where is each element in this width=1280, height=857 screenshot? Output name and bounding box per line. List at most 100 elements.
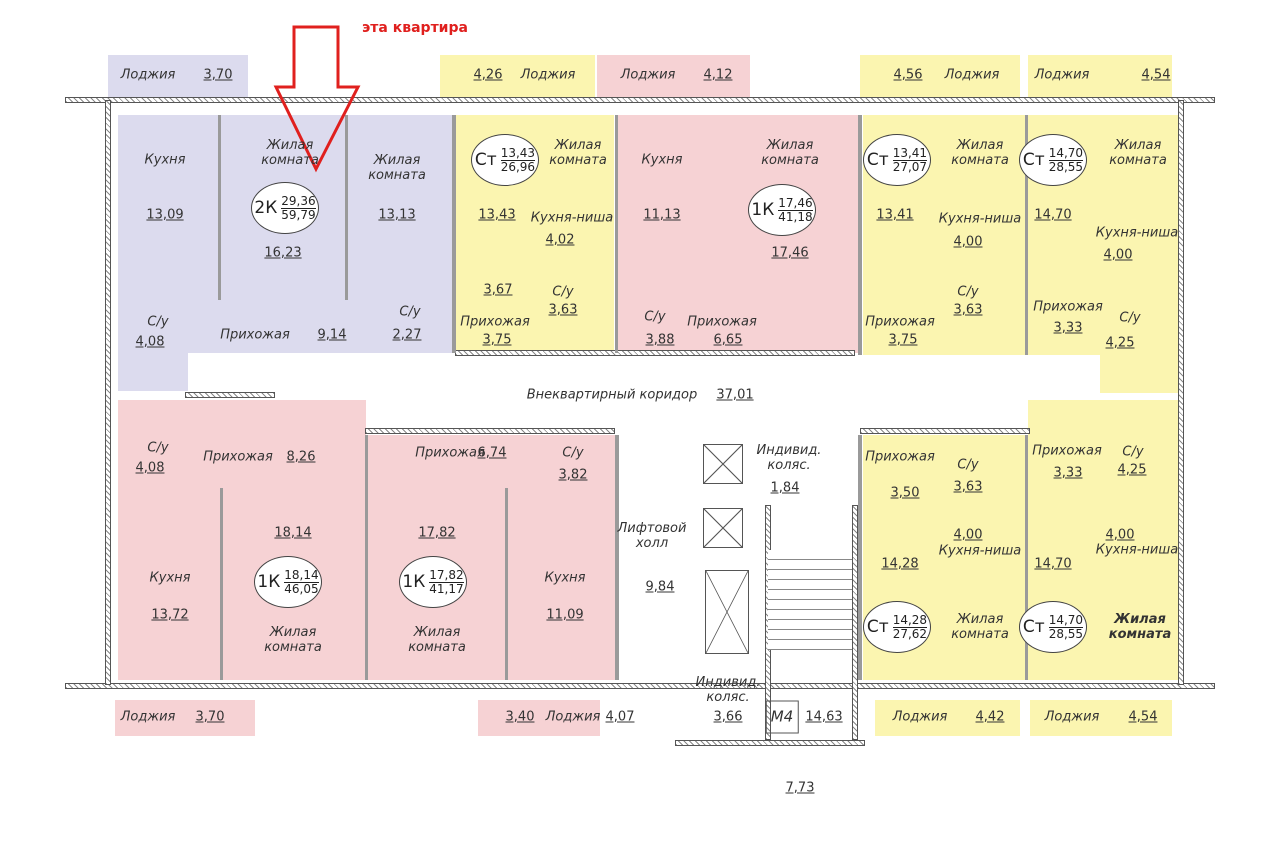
- partition: [505, 488, 508, 680]
- corridor-wall-bottom-right: [860, 428, 1030, 434]
- room-area: 3,75: [482, 332, 512, 348]
- loggia-k3[interactable]: [478, 700, 600, 736]
- loggia-st1[interactable]: [440, 55, 595, 97]
- room-area: 4,00: [953, 234, 983, 250]
- room-name: Прихожая: [687, 314, 757, 330]
- room-area: 18,14: [274, 525, 312, 541]
- room-name: Кухня-ниша: [938, 211, 1022, 227]
- apartment-type: 2К: [254, 198, 278, 218]
- room-area: 3,66: [713, 709, 743, 725]
- apartment-k1[interactable]: [618, 115, 858, 353]
- outer-wall-left: [105, 100, 111, 685]
- room-name: Кухня: [641, 152, 683, 168]
- loggia-st2[interactable]: [860, 55, 1020, 97]
- apartment-type: 1К: [751, 200, 775, 220]
- total-area: 41,17: [429, 581, 464, 596]
- apartment-2k[interactable]: [118, 115, 453, 353]
- room-name: Жилая комната: [761, 138, 819, 168]
- room-name: Лоджия: [520, 67, 576, 83]
- loggia-2k[interactable]: [108, 55, 248, 97]
- room-name: Кухня-ниша: [530, 210, 614, 226]
- room-name: Кухня-ниша: [938, 543, 1022, 559]
- partition: [365, 435, 368, 680]
- total-area: 27,62: [892, 626, 928, 641]
- room-name: Прихожая: [203, 449, 273, 465]
- room-name: Жилая комната: [549, 138, 607, 168]
- partition: [220, 488, 223, 680]
- partition: [1025, 115, 1028, 355]
- room-area: 3,75: [888, 332, 918, 348]
- partition: [858, 435, 862, 680]
- room-area: 3,70: [203, 67, 233, 83]
- elevator-2: [703, 508, 743, 548]
- room-name: Прихожая: [415, 445, 485, 461]
- room-area: 11,13: [643, 207, 681, 223]
- room-area: 4,08: [135, 460, 165, 476]
- room-name: С/у: [957, 457, 979, 473]
- room-area: 4,56: [893, 67, 923, 83]
- loggia-k1[interactable]: [597, 55, 750, 97]
- apartment-type: 1К: [402, 572, 426, 592]
- room-name: Прихожая: [460, 314, 530, 330]
- room-area: 13,72: [151, 607, 189, 623]
- room-area: 4,42: [975, 709, 1005, 725]
- room-name: Лоджия: [1044, 709, 1100, 725]
- room-area: 4,00: [1103, 247, 1133, 263]
- room-name: Жилая комната: [368, 153, 426, 183]
- room-name: Жилая комната: [261, 138, 319, 168]
- room-name: С/у: [399, 304, 421, 320]
- total-area: 59,79: [281, 207, 316, 222]
- room-area: 7,73: [785, 780, 815, 796]
- living-area: 17,82: [429, 567, 464, 583]
- partition: [615, 115, 618, 353]
- room-area: 4,26: [473, 67, 503, 83]
- room-area: 11,09: [546, 607, 584, 623]
- partition: [452, 115, 456, 353]
- room-area: 6,74: [477, 445, 507, 461]
- arrow-down-icon: [273, 25, 361, 173]
- apartment-type: Ст: [866, 617, 889, 637]
- apartment-k2[interactable]: [118, 400, 366, 680]
- room-area: 6,65: [713, 332, 743, 348]
- room-area: 3,82: [558, 467, 588, 483]
- room-name: С/у: [1119, 310, 1141, 326]
- apartment-type: Ст: [1022, 150, 1045, 170]
- room-name: Прихожая: [1032, 443, 1102, 459]
- room-area: 14,63: [805, 709, 843, 725]
- room-area: 4,54: [1128, 709, 1158, 725]
- room-name: Лоджия: [944, 67, 1000, 83]
- loggia-st3[interactable]: [1028, 55, 1172, 97]
- room-area: 37,01: [716, 387, 754, 403]
- room-area: 1,84: [770, 480, 800, 496]
- apartment-type: 1К: [257, 572, 281, 592]
- room-name: Лоджия: [120, 67, 176, 83]
- room-area: 3,88: [645, 332, 675, 348]
- apartment-type: Ст: [866, 150, 889, 170]
- room-name: С/у: [957, 284, 979, 300]
- room-name: Жилая комната: [408, 625, 466, 655]
- apartment-k3[interactable]: [366, 435, 616, 680]
- room-area: 3,63: [953, 302, 983, 318]
- room-area: 4,25: [1105, 335, 1135, 351]
- room-area: 17,46: [771, 245, 809, 261]
- room-area: 4,00: [1105, 527, 1135, 543]
- total-area: 27,07: [892, 159, 928, 174]
- loggia-st4[interactable]: [875, 700, 1020, 736]
- total-area: 46,05: [284, 581, 319, 596]
- loggia-k2[interactable]: [115, 700, 255, 736]
- loggia-st5[interactable]: [1030, 700, 1172, 736]
